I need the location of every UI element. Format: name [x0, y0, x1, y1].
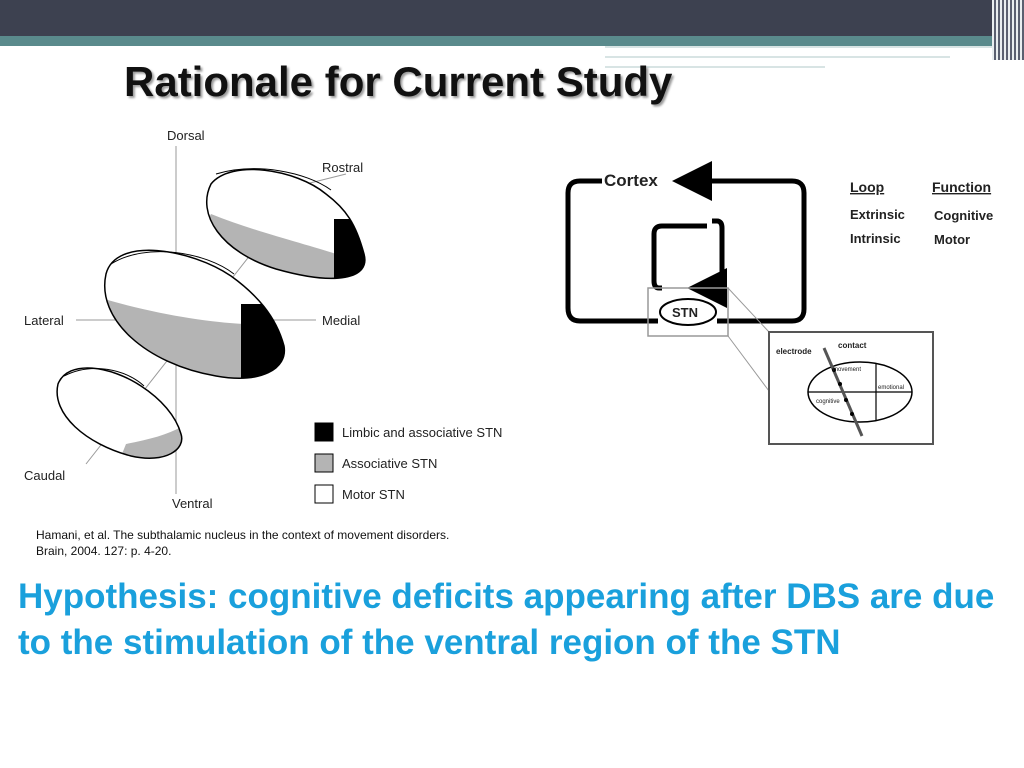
citation-line: Hamani, et al. The subthalamic nucleus i…	[36, 528, 450, 542]
citation-line: Brain, 2004. 127: p. 4-20.	[36, 544, 172, 558]
header-stripe	[0, 36, 1024, 46]
function-row-1: Cognitive	[934, 208, 993, 223]
ventral-label: Ventral	[172, 496, 213, 511]
decorative-line	[605, 46, 995, 48]
legend-label-limbic: Limbic and associative STN	[342, 425, 502, 440]
rostral-label: Rostral	[322, 160, 363, 175]
loop-row-2: Intrinsic	[850, 231, 901, 246]
citation: Hamani, et al. The subthalamic nucleus i…	[36, 527, 449, 559]
corner-decoration	[992, 0, 1024, 60]
legend-label-motor: Motor STN	[342, 487, 405, 502]
legend-swatch-motor	[314, 484, 334, 504]
loop-diagram: Cortex STN Loop Function Extrinsic Cogni…	[565, 161, 993, 445]
decorative-line	[605, 66, 825, 68]
loop-row-1: Extrinsic	[850, 207, 905, 222]
legend-swatch-associative	[314, 453, 334, 473]
header-bar	[0, 0, 1024, 36]
decorative-line	[605, 56, 950, 58]
function-row-2: Motor	[934, 232, 970, 247]
electrode-label: electrode	[776, 347, 812, 356]
movement-label: movement	[833, 367, 861, 373]
contact-label: contact	[838, 341, 867, 350]
legend-swatch-limbic	[314, 422, 334, 442]
cortex-label: Cortex	[604, 171, 658, 190]
stn-subdivision-diagram: Dorsal Rostral Lateral Medial Caudal Ven…	[16, 124, 546, 516]
lateral-label: Lateral	[24, 313, 64, 328]
medial-label: Medial	[322, 313, 360, 328]
stn-label: STN	[672, 305, 698, 320]
legend-label-associative: Associative STN	[342, 456, 437, 471]
cognitive-label: cognitive	[816, 399, 840, 405]
emotional-label: emotional	[878, 385, 904, 391]
dorsal-label: Dorsal	[167, 128, 205, 143]
hypothesis-text: Hypothesis: cognitive deficits appearing…	[18, 577, 995, 662]
loop-header: Loop	[850, 179, 884, 195]
slide-title: Rationale for Current Study	[124, 58, 673, 105]
function-header: Function	[932, 179, 991, 195]
caudal-label: Caudal	[24, 468, 65, 483]
